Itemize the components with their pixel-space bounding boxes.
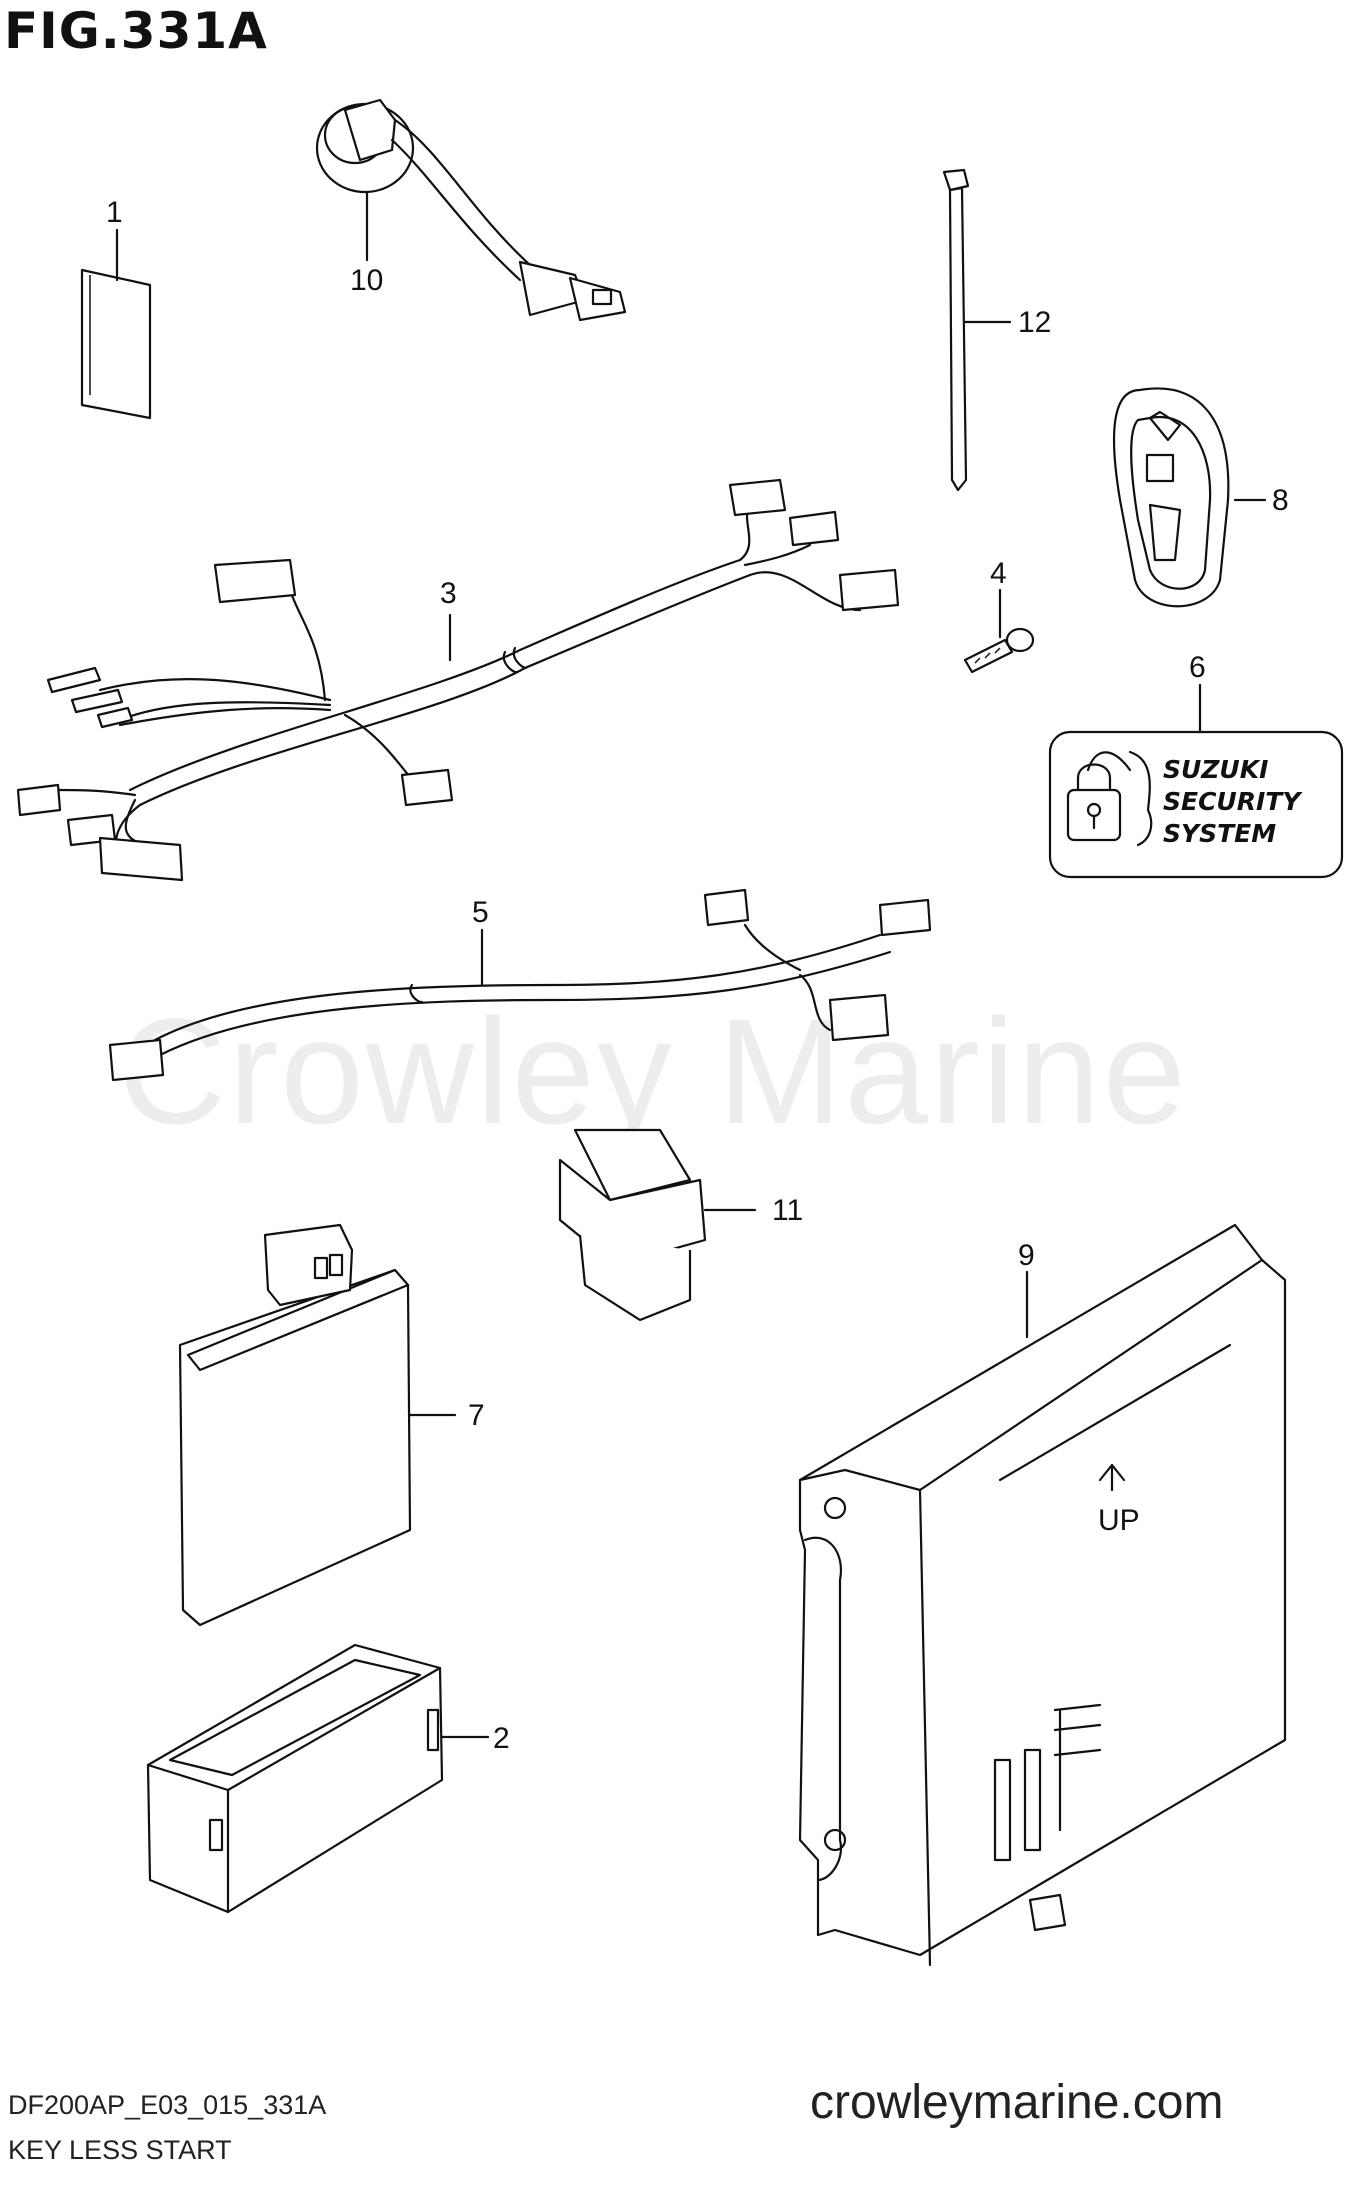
callout-1[interactable]: 1 <box>106 196 123 229</box>
part-12-cable-tie[interactable] <box>942 168 970 492</box>
part-7-control-unit[interactable] <box>178 1223 412 1627</box>
part-10-sensor[interactable] <box>315 98 627 322</box>
security-label-line3: SYSTEM <box>1163 819 1276 848</box>
security-label-line1: SUZUKI <box>1163 755 1268 784</box>
security-label-line2: SECURITY <box>1163 787 1303 816</box>
callout-12[interactable]: 12 <box>1018 306 1051 339</box>
part-1-card[interactable] <box>80 268 152 420</box>
callout-7[interactable]: 7 <box>468 1399 485 1432</box>
callout-11[interactable]: 11 <box>772 1194 803 1227</box>
section-name: KEY LESS START <box>8 2135 232 2165</box>
figure-title: FIG.331A <box>4 2 268 60</box>
part-6-security-label[interactable]: SUZUKI SECURITY SYSTEM <box>1048 730 1344 879</box>
part-4-bolt[interactable] <box>963 627 1035 674</box>
part-9-ecu[interactable]: UP <box>798 1223 1287 1967</box>
callout-3[interactable]: 3 <box>440 577 457 610</box>
part-5-harness[interactable] <box>108 888 932 1082</box>
callout-numbers: 1 2 3 4 5 6 7 8 9 10 11 12 <box>106 196 1289 1755</box>
part-11-relay[interactable] <box>558 1128 707 1322</box>
model-code: DF200AP_E03_015_331A <box>8 2090 327 2120</box>
part-8-key-fob[interactable] <box>1112 387 1230 608</box>
part-2-holder[interactable] <box>146 1643 444 1914</box>
ecu-up-marking: UP <box>1098 1504 1140 1537</box>
callout-8[interactable]: 8 <box>1272 484 1289 517</box>
website-link[interactable]: crowleymarine.com <box>810 2076 1224 2129</box>
callout-6[interactable]: 6 <box>1189 651 1206 684</box>
part-3-harness[interactable] <box>16 478 900 882</box>
callout-4[interactable]: 4 <box>990 557 1007 590</box>
callout-5[interactable]: 5 <box>472 896 489 929</box>
callout-10[interactable]: 10 <box>350 264 383 297</box>
callout-9[interactable]: 9 <box>1018 1239 1035 1272</box>
leader-lines <box>115 191 1267 1739</box>
callout-2[interactable]: 2 <box>493 1722 510 1755</box>
